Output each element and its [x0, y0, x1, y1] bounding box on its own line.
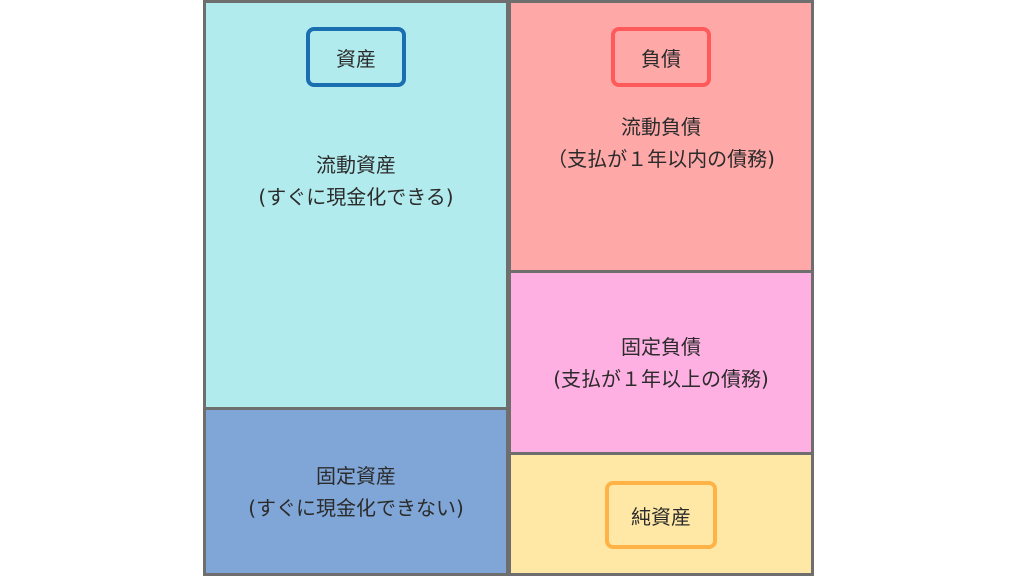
- fixed-assets-block: 固定資産 (すぐに現金化できない): [203, 407, 509, 576]
- net-assets-label: 純資産: [605, 481, 717, 549]
- fixed-liabilities-description: (支払が１年以上の債務): [553, 366, 769, 391]
- fixed-liabilities-block: 固定負債 (支払が１年以上の債務): [508, 270, 814, 455]
- current-assets-block: 流動資産 (すぐに現金化できる): [203, 0, 509, 410]
- current-assets-title: 流動資産: [316, 153, 396, 177]
- current-liabilities-block: 流動負債 （支払が１年以内の債務): [508, 0, 814, 273]
- fixed-assets-description: (すぐに現金化できない): [248, 495, 464, 520]
- current-assets-description: (すぐに現金化できる): [258, 185, 454, 209]
- liabilities-label: 負債: [611, 27, 711, 87]
- fixed-liabilities-title: 固定負債: [621, 334, 701, 359]
- current-liabilities-description: （支払が１年以内の債務): [547, 146, 775, 171]
- fixed-assets-title: 固定資産: [316, 463, 396, 488]
- balance-sheet-diagram: 流動資産 (すぐに現金化できる) 資産 固定資産 (すぐに現金化できない) 流動…: [203, 0, 814, 576]
- net-assets-block: [508, 452, 814, 576]
- assets-label: 資産: [306, 27, 406, 87]
- current-liabilities-title: 流動負債: [621, 114, 701, 139]
